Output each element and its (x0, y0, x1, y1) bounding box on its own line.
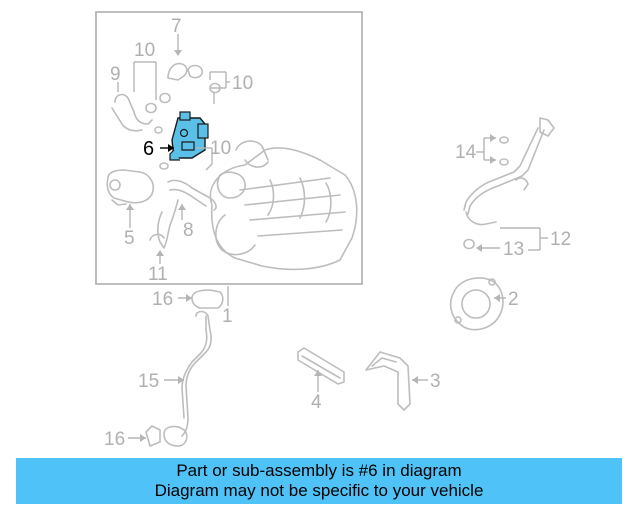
label-4: 4 (311, 392, 322, 413)
oil-line-drawing (463, 117, 555, 250)
turbo-manifold-drawing (209, 140, 358, 271)
label-3: 3 (430, 371, 441, 392)
label-7: 7 (171, 16, 182, 37)
label-2: 2 (508, 289, 519, 310)
part-3-bracket-drawing (365, 351, 411, 411)
small-parts-drawing (106, 62, 221, 249)
leader-arrowheads (126, 50, 500, 442)
part-labels: 7 10 9 10 6 10 14 8 5 11 13 12 16 1 2 15… (104, 16, 571, 450)
label-5: 5 (124, 228, 135, 249)
label-6: 6 (143, 138, 154, 160)
label-15: 15 (138, 371, 159, 392)
info-banner: Part or sub-assembly is #6 in diagram Di… (16, 458, 622, 504)
label-14: 14 (455, 142, 477, 163)
label-11: 11 (148, 264, 168, 285)
label-16-top: 16 (152, 289, 173, 310)
banner-line-1: Part or sub-assembly is #6 in diagram (176, 461, 462, 480)
label-8: 8 (183, 220, 194, 241)
label-9: 9 (110, 64, 121, 85)
label-10-right: 10 (232, 73, 253, 94)
label-12: 12 (550, 229, 571, 250)
label-16-bottom: 16 (104, 429, 125, 450)
label-10-mid: 10 (210, 138, 231, 159)
banner-line-2: Diagram may not be specific to your vehi… (154, 481, 484, 500)
part-4-bracket-drawing (297, 347, 345, 385)
assembly-frame (95, 11, 363, 285)
parts-diagram: 7 10 9 10 6 10 14 8 5 11 13 12 16 1 2 15… (95, 11, 571, 450)
label-10-top: 10 (134, 40, 155, 61)
part-2-gasket-drawing (449, 277, 504, 331)
part-6-solenoid-valve (169, 111, 209, 161)
label-13: 13 (503, 239, 524, 260)
part-15-16-pipe-drawing (145, 289, 224, 447)
label-1: 1 (222, 306, 233, 327)
